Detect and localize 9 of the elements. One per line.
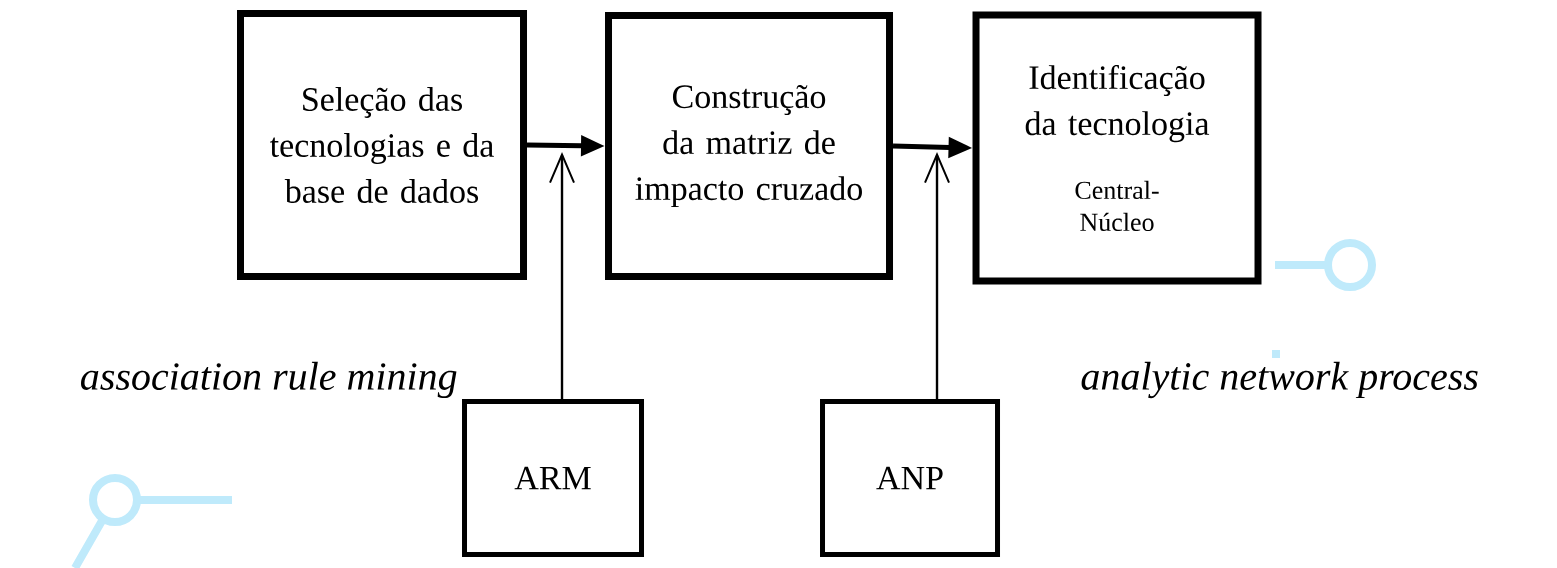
- process-box: Seleção das tecnologias e da base de dados: [237, 10, 527, 280]
- process-box: Identificação da tecnologia Central- Núcleo: [972, 11, 1262, 285]
- process-box: Construção da matriz de impacto cruzado: [605, 12, 893, 280]
- process-box: ARM: [462, 399, 644, 557]
- arrow: [549, 152, 575, 399]
- caption-text: analytic network process: [1081, 361, 1478, 399]
- caption-text: association rule mining: [81, 361, 457, 399]
- process-box: ANP: [820, 399, 1000, 557]
- arrow: [924, 152, 950, 399]
